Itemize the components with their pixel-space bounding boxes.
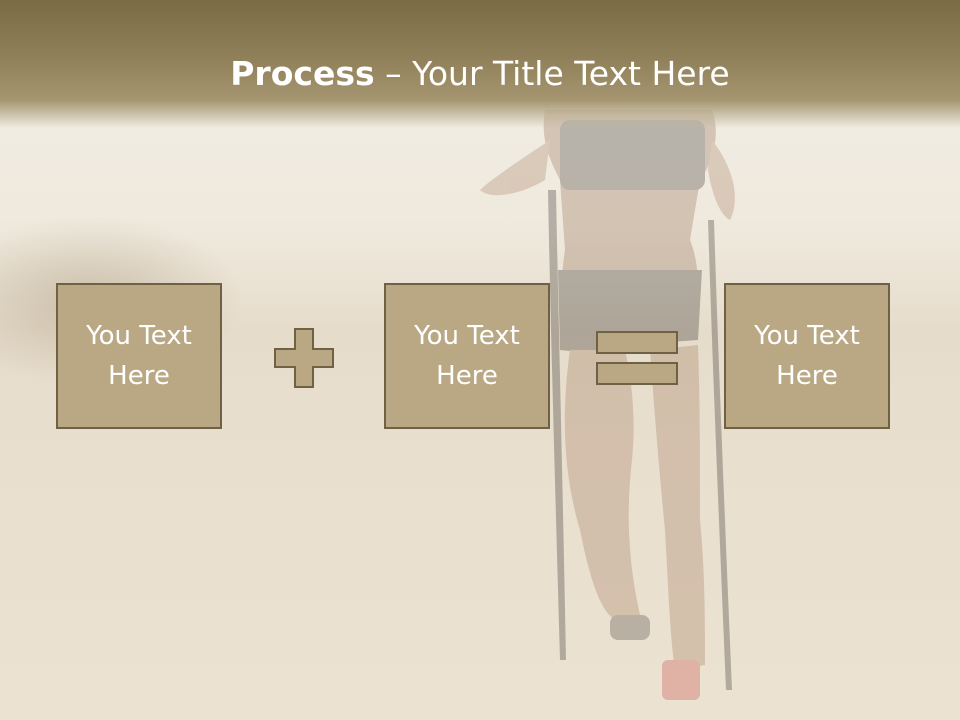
process-box-1-text: You Text Here <box>69 316 209 396</box>
box-2-line-1: You Text <box>414 321 520 351</box>
box-2-line-2: Here <box>436 361 498 391</box>
box-3-line-2: Here <box>776 361 838 391</box>
slide-title: Process – Your Title Text Here <box>0 52 960 96</box>
background-figure <box>480 110 735 700</box>
title-rest-part: – Your Title Text Here <box>374 54 730 93</box>
box-1-line-2: Here <box>108 361 170 391</box>
box-3-line-1: You Text <box>754 321 860 351</box>
equals-icon <box>596 331 678 385</box>
plus-icon <box>274 328 334 388</box>
process-box-1[interactable]: You Text Here <box>56 283 222 429</box>
title-bold-part: Process <box>230 54 375 93</box>
process-box-3[interactable]: You Text Here <box>724 283 890 429</box>
title-bar <box>0 0 960 128</box>
process-box-2-text: You Text Here <box>397 316 537 396</box>
process-box-2[interactable]: You Text Here <box>384 283 550 429</box>
process-box-3-text: You Text Here <box>737 316 877 396</box>
box-1-line-1: You Text <box>86 321 192 351</box>
